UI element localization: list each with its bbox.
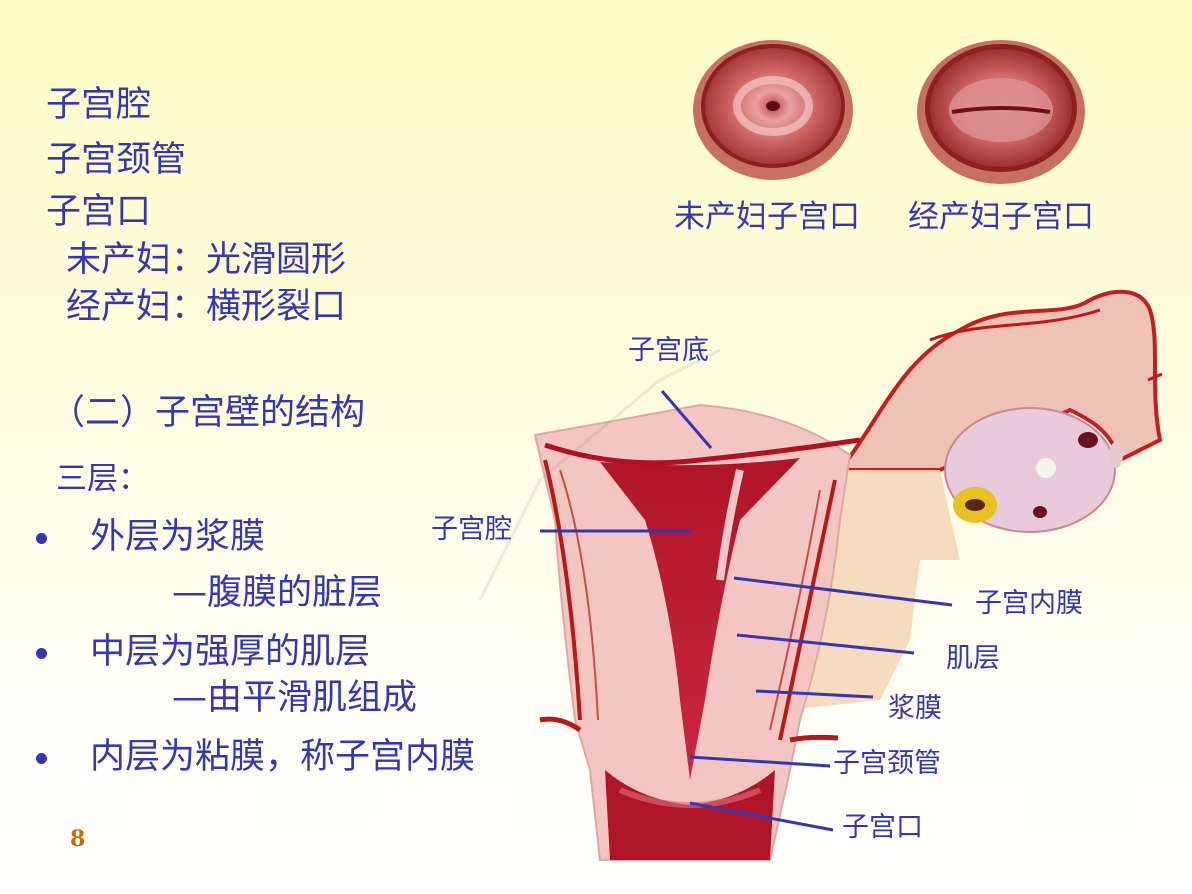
os-type-nulliparous: 未产妇：光滑圆形	[66, 240, 347, 280]
label-myometrium: 肌层	[946, 643, 1000, 674]
bullet-icon	[36, 648, 47, 659]
layer-inner: 内层为粘膜，称子宫内膜	[90, 737, 476, 777]
os-type-multiparous: 经产妇：横形裂口	[66, 287, 347, 327]
watermark	[478, 348, 721, 601]
label-cavity: 子宫腔	[431, 514, 512, 545]
term-uterine-cavity: 子宫腔	[46, 85, 152, 125]
layer-middle: 中层为强厚的肌层	[90, 632, 371, 672]
ovary-and-tube-figure	[835, 289, 1163, 533]
term-cervical-canal: 子宫颈管	[46, 140, 187, 180]
layer-outer: 外层为浆膜	[90, 517, 266, 557]
label-serosa: 浆膜	[888, 693, 942, 724]
bullet-icon	[36, 533, 47, 544]
term-uterine-os: 子宫口	[46, 192, 152, 232]
caption-multiparous-os: 经产妇子宫口	[908, 199, 1094, 235]
section-title: （二）子宫壁的结构	[50, 393, 366, 433]
uterus-section-figure	[533, 403, 960, 861]
label-fundus: 子宫底	[628, 335, 709, 366]
layers-intro: 三层：	[56, 461, 149, 497]
caption-nulliparous-os: 未产妇子宫口	[674, 199, 860, 235]
multiparous-os-figure	[917, 40, 1085, 184]
label-leader-lines	[540, 390, 953, 832]
layer-outer-detail: —腹膜的脏层	[172, 573, 383, 613]
label-endometrium: 子宫内膜	[975, 588, 1083, 619]
bullet-icon	[36, 753, 47, 764]
label-os: 子宫口	[842, 812, 923, 843]
nulliparous-os-figure	[693, 40, 853, 180]
page-number: 8	[70, 826, 86, 852]
label-cervical-canal: 子宫颈管	[833, 748, 941, 779]
layer-middle-detail: —由平滑肌组成	[172, 678, 418, 718]
